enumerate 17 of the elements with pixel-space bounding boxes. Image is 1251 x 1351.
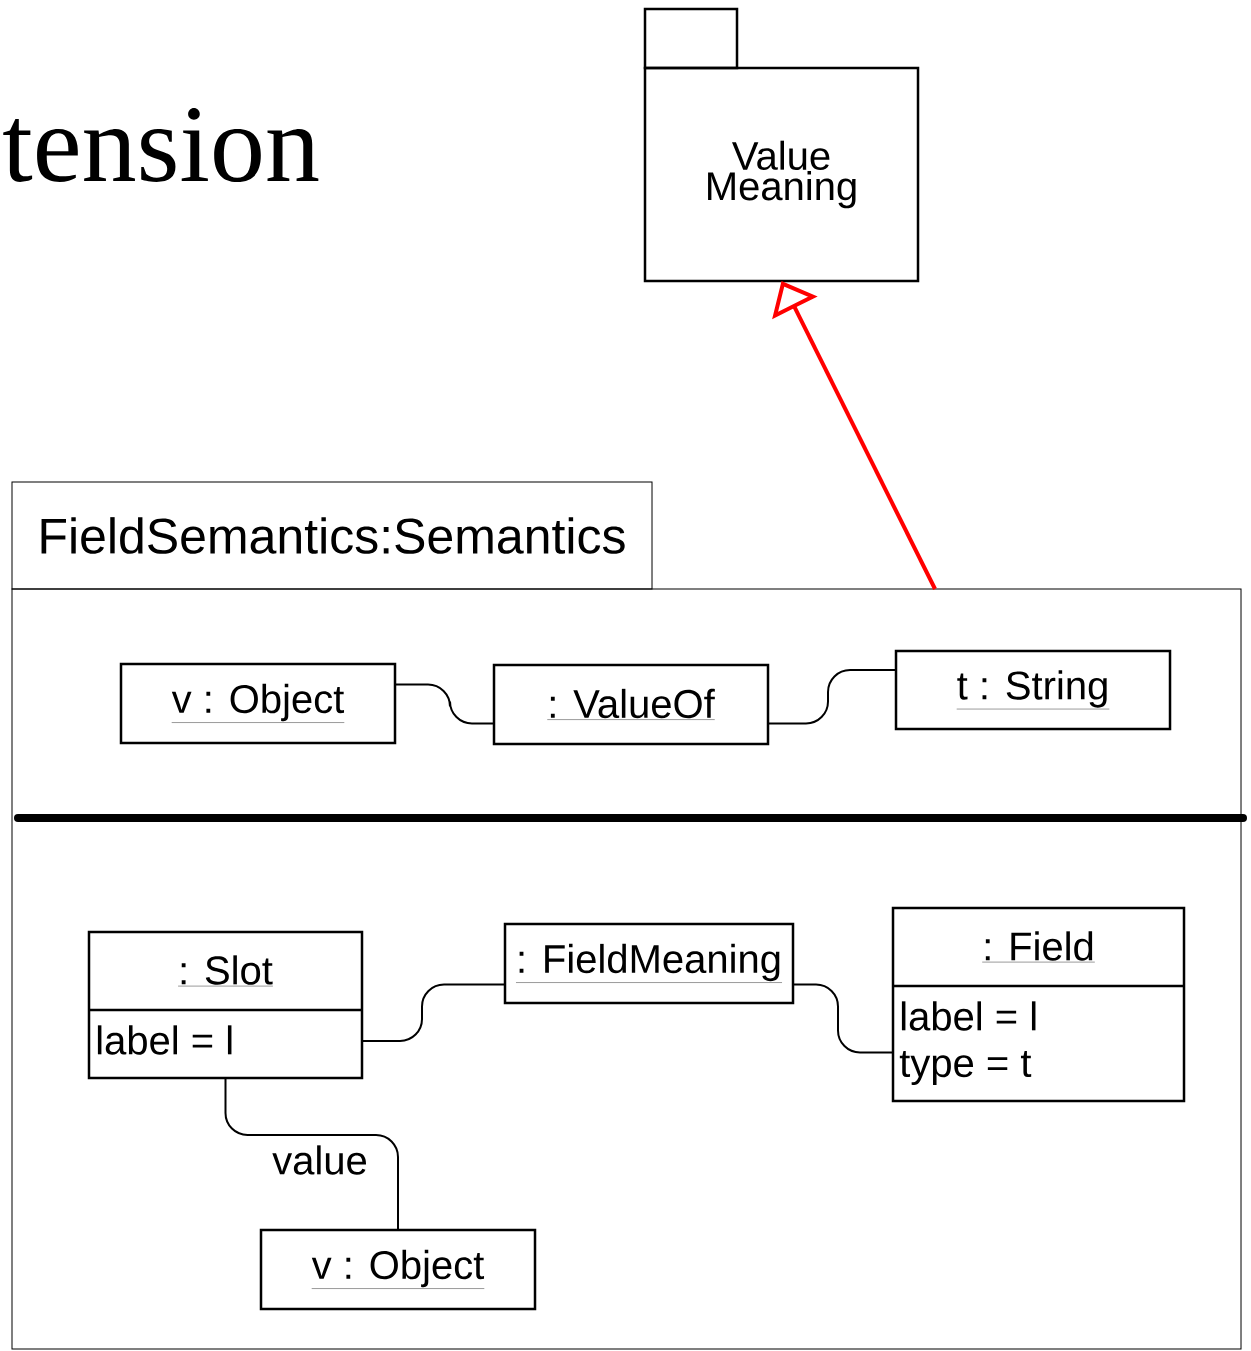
- node-label: FieldSemantics:Semantics: [41, 517, 625, 554]
- object-box: : FieldMeaning: [503, 922, 795, 1005]
- title: tension: [3, 108, 319, 182]
- object-box: : ValueOf: [492, 663, 770, 746]
- object-box: : Field label = l type = t: [891, 906, 1186, 1103]
- object-box: : Slot label = l: [87, 930, 364, 1080]
- edge-label: value: [269, 1142, 371, 1178]
- connector-line: [792, 983, 894, 1054]
- generalization-arrow: [772, 281, 937, 590]
- connector-line: [767, 669, 897, 725]
- connector-line: [394, 683, 495, 725]
- package-box: Value Meaning: [643, 7, 920, 283]
- connector-line: [224, 1077, 399, 1231]
- object-box: t : String: [894, 649, 1172, 731]
- object-box: v : Object: [119, 662, 397, 745]
- object-box: v : Object: [259, 1228, 537, 1311]
- connector-line: [361, 983, 506, 1042]
